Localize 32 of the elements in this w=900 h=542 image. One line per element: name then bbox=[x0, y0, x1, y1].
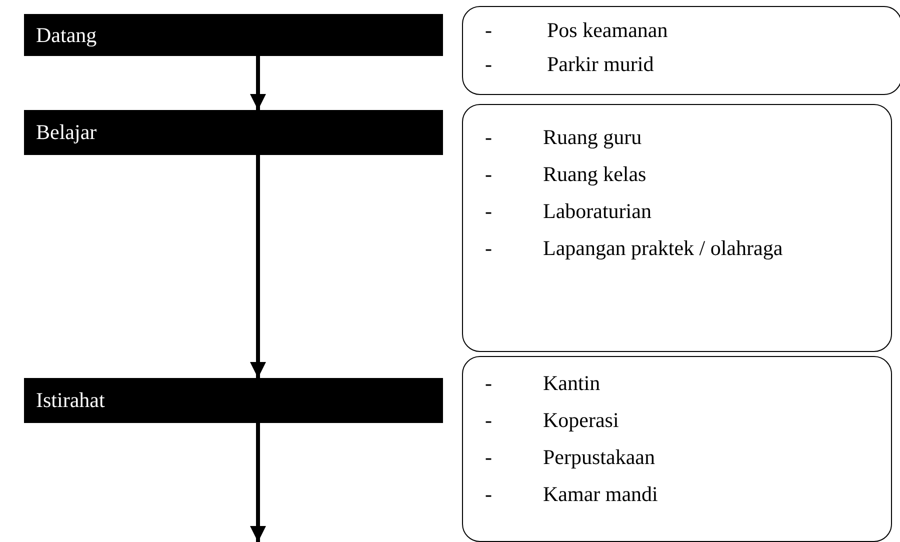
list-item: Ruang guru bbox=[543, 124, 643, 151]
list-item: Lapangan praktek / olahraga bbox=[543, 235, 784, 262]
step-box bbox=[24, 378, 443, 423]
list-item: Pos keamanan bbox=[547, 17, 669, 44]
list-dash: - bbox=[485, 235, 493, 262]
step-label: Belajar bbox=[36, 120, 97, 145]
list-dash: - bbox=[485, 124, 493, 151]
list-dash: - bbox=[485, 370, 493, 397]
list-dash: - bbox=[485, 444, 493, 471]
location-list-box bbox=[462, 356, 892, 542]
list-dash: - bbox=[485, 481, 493, 508]
list-item: Parkir murid bbox=[547, 51, 655, 78]
list-item: Koperasi bbox=[543, 407, 620, 434]
list-item: Laboraturian bbox=[543, 198, 652, 225]
list-dash: - bbox=[485, 198, 493, 225]
step-box bbox=[24, 110, 443, 155]
flow-arrow bbox=[250, 423, 266, 542]
list-dash: - bbox=[485, 161, 493, 188]
list-item: Kantin bbox=[543, 370, 602, 397]
location-list-box bbox=[462, 104, 892, 352]
list-item: Kamar mandi bbox=[543, 481, 659, 508]
list-item: Perpustakaan bbox=[543, 444, 656, 471]
flow-arrow bbox=[250, 155, 266, 378]
list-dash: - bbox=[485, 51, 493, 78]
list-dash: - bbox=[485, 407, 493, 434]
step-label: Datang bbox=[36, 22, 97, 48]
location-list-box bbox=[462, 6, 900, 95]
list-item: Ruang kelas bbox=[543, 161, 648, 188]
list-dash: - bbox=[485, 17, 493, 44]
flow-arrow bbox=[250, 56, 266, 110]
step-box bbox=[24, 14, 443, 56]
step-label: Istirahat bbox=[36, 388, 105, 413]
